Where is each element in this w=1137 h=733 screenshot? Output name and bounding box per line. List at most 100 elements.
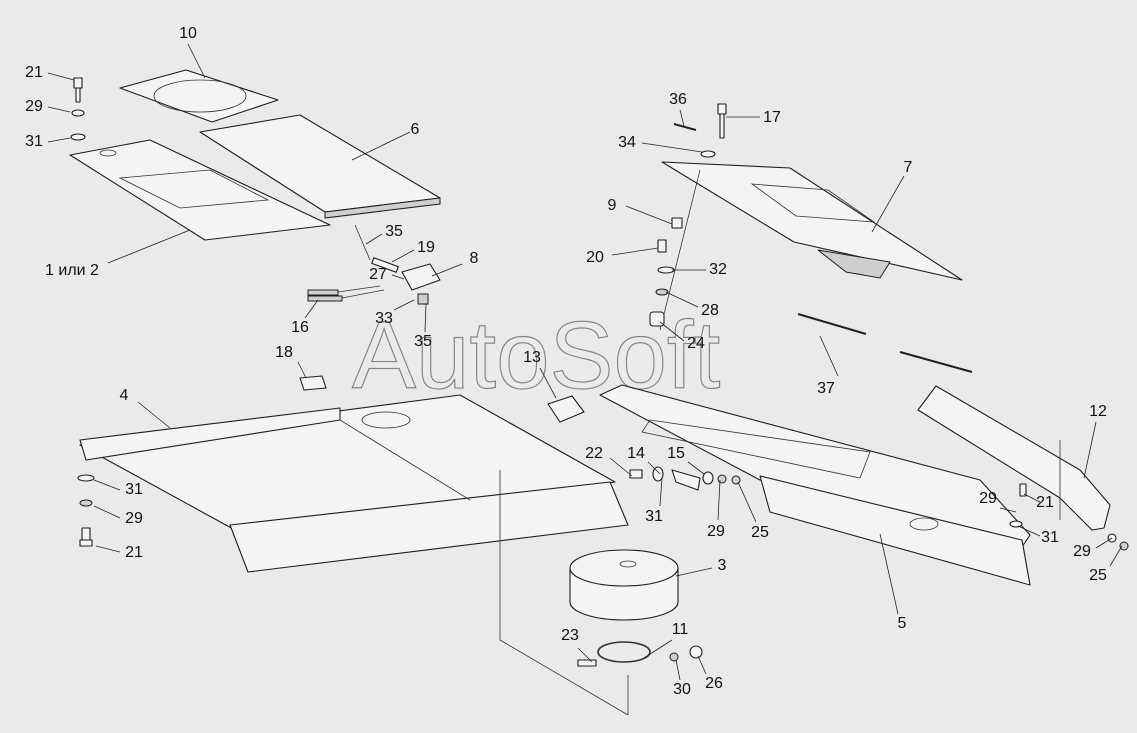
bolt-17 <box>717 103 727 139</box>
fasteners-22-14-15-31-29-25 <box>629 466 741 491</box>
part-6-cover-panel <box>199 114 441 219</box>
leader-line-c22 <box>609 457 633 477</box>
leader-line-c15 <box>687 461 705 475</box>
callout-c6: 6 <box>411 121 420 138</box>
leader-line-c34 <box>641 142 703 153</box>
part-12-side-rail <box>917 385 1111 531</box>
callout-c25b: 25 <box>1089 567 1107 584</box>
leader-line-c23 <box>577 647 593 663</box>
bracket-8 <box>401 263 441 291</box>
spring-16 <box>307 285 385 302</box>
leader-line-c3 <box>675 567 713 577</box>
leader-line-c14 <box>647 461 661 475</box>
leader-line-c31a <box>47 137 71 143</box>
part-3-cylinder <box>569 549 679 621</box>
callout-c20: 20 <box>586 249 604 266</box>
leader-line-c26 <box>697 655 707 675</box>
leader-line-c27 <box>391 274 405 280</box>
washer-30-nut-26 <box>669 645 703 662</box>
leader-line-c29e <box>1095 537 1113 549</box>
leader-line-c35b <box>424 303 427 333</box>
bracket-18 <box>299 375 327 391</box>
callout-c21a: 21 <box>25 64 43 81</box>
leader-line-c36 <box>679 109 685 127</box>
leader-line-c28 <box>665 291 699 308</box>
leader-line-c25b <box>1109 545 1123 567</box>
callout-c29c: 29 <box>707 523 725 540</box>
fasteners-right <box>1009 483 1129 551</box>
leader-line-c7 <box>871 175 905 233</box>
leader-line-c16 <box>304 299 319 319</box>
callout-c12: 12 <box>1089 403 1107 420</box>
part-5-right-frame <box>599 384 1031 586</box>
leader-line-c29a <box>47 106 71 113</box>
watermark-text: AutoSoft <box>352 302 720 409</box>
pin-36 <box>673 123 697 131</box>
leader-line-c31c <box>659 477 663 507</box>
gas-strut-37 <box>797 313 973 373</box>
leader-line-c10 <box>187 43 206 79</box>
callout-c25a: 25 <box>751 524 769 541</box>
leader-line-c25a <box>737 481 757 523</box>
callout-c29a: 29 <box>25 98 43 115</box>
callout-c10: 10 <box>179 25 197 42</box>
leader-line-c21b <box>95 545 121 553</box>
leader-line-c21c <box>1023 493 1041 503</box>
callout-c4: 4 <box>120 387 129 404</box>
leader-line-c30 <box>675 659 681 681</box>
callout-c28: 28 <box>701 302 719 319</box>
clamp-11 <box>597 641 651 663</box>
callout-c21c: 21 <box>1036 494 1054 511</box>
bracket-13 <box>547 395 585 423</box>
bolt-21-bottom-left <box>77 474 95 547</box>
callout-c22: 22 <box>585 445 603 462</box>
callout-c29d: 29 <box>979 490 997 507</box>
callout-c7: 7 <box>904 159 913 176</box>
callout-c18: 18 <box>275 344 293 361</box>
callout-c24: 24 <box>687 335 705 352</box>
callout-c32: 32 <box>709 261 727 278</box>
part-4-left-frame <box>79 394 629 573</box>
leader-line-c18 <box>297 361 307 379</box>
leader-line-c29b <box>93 505 121 519</box>
callout-c31d: 31 <box>1041 529 1059 546</box>
leader-line-c37 <box>819 335 839 377</box>
callout-c35b: 35 <box>414 333 432 350</box>
leader-line-c1or2 <box>107 229 191 264</box>
leader-line-c21a <box>47 72 75 81</box>
leader-line-c12 <box>1083 421 1097 479</box>
leader-line-c13 <box>539 367 557 399</box>
callout-c19: 19 <box>417 239 435 256</box>
part-1-or-2-plate <box>69 139 331 241</box>
callout-c11: 11 <box>672 621 689 638</box>
callout-c30: 30 <box>673 681 691 698</box>
leader-line-c31d <box>1017 525 1041 537</box>
washer-34 <box>700 150 716 158</box>
bolt-23 <box>577 659 597 667</box>
leader-line-c20 <box>611 247 659 256</box>
bolt-21-top-left <box>70 77 86 141</box>
leader-line-c4 <box>137 401 171 429</box>
callout-c36: 36 <box>669 91 687 108</box>
callout-c27: 27 <box>369 266 387 283</box>
callout-c14: 14 <box>627 445 645 462</box>
callout-c8: 8 <box>470 250 479 267</box>
leader-line-c9 <box>625 205 673 225</box>
callout-c9: 9 <box>608 197 617 214</box>
leader-line-c33 <box>393 299 415 311</box>
callout-c29e: 29 <box>1073 543 1091 560</box>
leader-line-c29d <box>999 507 1017 513</box>
leader-line-c19 <box>391 249 415 263</box>
leader-line-c8 <box>431 263 463 277</box>
leader-line-c11 <box>643 639 673 659</box>
callout-c1or2: 1 или 2 <box>45 262 99 279</box>
callout-c34: 34 <box>618 134 636 151</box>
leader-line-c6 <box>351 131 411 161</box>
leader-line-c35a <box>365 233 383 245</box>
pin-19 <box>371 257 399 273</box>
callout-c15: 15 <box>667 445 685 462</box>
callout-c17: 17 <box>763 109 781 126</box>
